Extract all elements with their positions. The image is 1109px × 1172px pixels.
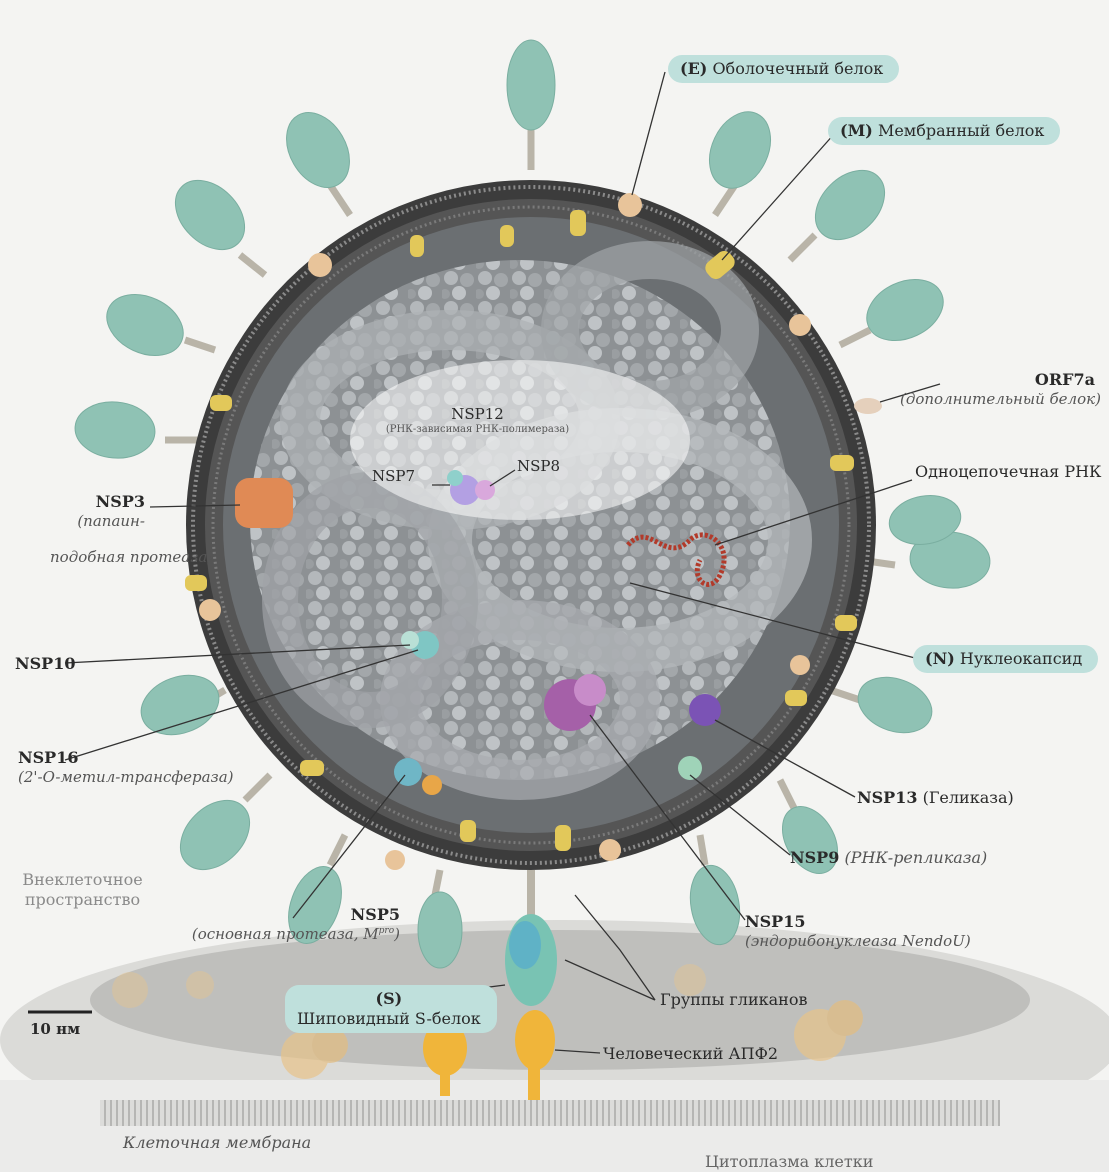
nsp3-desc1: (папаин- xyxy=(50,512,145,531)
nsp15-code: NSP15 xyxy=(745,912,971,932)
nsp5-code: NSP5 xyxy=(190,905,400,925)
extracellular-line2: пространство xyxy=(15,890,150,910)
nsp5-protein xyxy=(394,758,422,786)
nsp16-desc: (2'-O-метил-трансфераза) xyxy=(18,768,234,787)
orf7a-desc: (дополнительный белок) xyxy=(900,390,1095,409)
label-nsp5: NSP5 (основная протеаза, Mpro) xyxy=(190,905,400,944)
spike-name: Шиповидный S-белок xyxy=(297,1009,481,1029)
label-cytoplasm: Цитоплазма клетки xyxy=(705,1152,873,1172)
e-protein-code: (E) xyxy=(680,59,707,78)
nsp5-desc: (основная протеаза, M xyxy=(192,925,379,943)
label-extracellular: Внеклеточное пространство xyxy=(15,870,150,910)
label-cell-membrane: Клеточная мембрана xyxy=(123,1133,311,1153)
nsp3-desc2: подобная протеаза) xyxy=(50,548,213,567)
nsp3-protein xyxy=(235,478,293,528)
e-protein-name: Оболочечный белок xyxy=(712,59,883,78)
label-nucleocapsid: (N) Нуклеокапсид xyxy=(913,645,1098,673)
nsp3-code: NSP3 xyxy=(50,492,145,512)
extracellular-line1: Внеклеточное xyxy=(15,870,150,890)
label-nsp7: NSP7 xyxy=(372,467,415,486)
label-nsp13: NSP13 (Геликаза) xyxy=(857,788,1014,808)
nsp13-code: NSP13 xyxy=(857,788,917,807)
label-nsp8: NSP8 xyxy=(517,457,560,476)
nsp5-sup: pro xyxy=(379,926,394,936)
label-nsp10: NSP10 xyxy=(15,654,75,674)
m-protein-name: Мембранный белок xyxy=(878,121,1044,140)
label-orf7a: ORF7a (дополнительный белок) xyxy=(900,370,1095,409)
label-nsp9: NSP9 (РНК-репликаза) xyxy=(790,848,987,868)
nsp9-protein xyxy=(678,756,702,780)
label-nsp16: NSP16 (2'-O-метил-трансфераза) xyxy=(18,748,234,787)
orf7a-code: ORF7a xyxy=(900,370,1095,390)
label-spike: (S) Шиповидный S-белок xyxy=(285,985,497,1033)
spike-code: (S) xyxy=(297,989,481,1009)
nsp13-desc: (Геликаза) xyxy=(923,788,1014,807)
nsp9-code: NSP9 xyxy=(790,848,839,867)
nsp5-close: ) xyxy=(394,925,400,943)
nsp16-code: NSP16 xyxy=(18,748,234,768)
nsp12-desc: (РНК-зависимая РНК-полимераза) xyxy=(370,424,585,437)
nsp9-desc: (РНК-репликаза) xyxy=(844,848,987,867)
label-e-protein: (E) Оболочечный белок xyxy=(668,55,899,83)
label-ace2: Человеческий АПФ2 xyxy=(603,1044,778,1064)
nucleocapsid-name: Нуклеокапсид xyxy=(960,649,1082,668)
nsp12-code: NSP12 xyxy=(370,405,585,424)
nucleocapsid-code: (N) xyxy=(925,649,955,668)
label-glycans: Группы гликанов xyxy=(660,990,807,1010)
label-scale: 10 нм xyxy=(30,1020,80,1039)
label-nsp15: NSP15 (эндорибонуклеаза NendoU) xyxy=(745,912,971,951)
label-ss-rna: Одноцепочечная РНК xyxy=(915,462,1101,482)
label-nsp12: NSP12 (РНК-зависимая РНК-полимераза) xyxy=(370,405,585,436)
m-protein-code: (M) xyxy=(840,121,873,140)
label-m-protein: (M) Мембранный белок xyxy=(828,117,1060,145)
label-nsp3: NSP3 (папаин- xyxy=(50,492,145,531)
nsp15-desc: (эндорибонуклеаза NendoU) xyxy=(745,932,971,951)
